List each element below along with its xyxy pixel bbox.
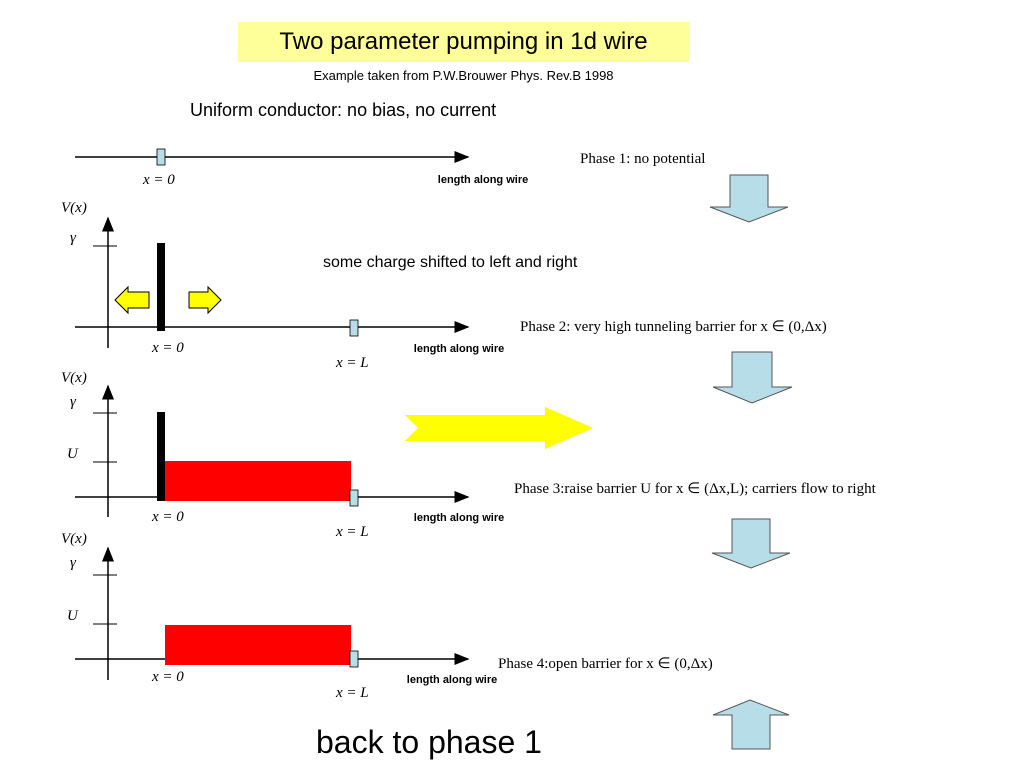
phase-1-label: Phase 1: no potential xyxy=(580,151,706,167)
wire-label-1: length along wire xyxy=(437,174,529,186)
u-label-4: U xyxy=(67,608,78,624)
gamma-label-3: γ xyxy=(70,394,76,410)
v-axis-label-2: V(x) xyxy=(61,200,87,216)
xL-label-4: x = L xyxy=(336,685,369,701)
tunneling-barrier-2 xyxy=(157,243,165,331)
down-arrow-1 xyxy=(709,174,789,223)
u-label-3: U xyxy=(67,446,78,462)
x0-label-4: x = 0 xyxy=(152,669,184,685)
charge-left-arrow xyxy=(114,285,150,315)
tunneling-barrier-3 xyxy=(157,412,165,501)
wire-label-3: length along wire xyxy=(413,512,505,524)
slide-title: Two parameter pumping in 1d wire xyxy=(238,22,689,62)
phase-3-label: Phase 3:raise barrier U for x ∈ (Δx,L); … xyxy=(514,481,876,497)
gamma-label-2: γ xyxy=(70,230,76,246)
wire-marker-x0-1 xyxy=(156,148,166,166)
wire-label-2: length along wire xyxy=(413,343,505,355)
back-to-phase-1-text: back to phase 1 xyxy=(316,724,542,760)
wire-marker-xL-3 xyxy=(349,489,359,507)
wire-marker-xL-2 xyxy=(349,319,359,337)
gamma-label-4: γ xyxy=(70,555,76,571)
slide-subtitle: Example taken from P.W.Brouwer Phys. Rev… xyxy=(313,68,614,83)
phase-4-label: Phase 4:open barrier for x ∈ (0,Δx) xyxy=(498,656,713,672)
wire-label-4: length along wire xyxy=(406,674,498,686)
xL-label-3: x = L xyxy=(336,524,369,540)
x0-label-3: x = 0 xyxy=(152,509,184,525)
x0-label-1: x = 0 xyxy=(143,172,175,188)
xL-label-2: x = L xyxy=(336,355,369,371)
phase-2-label: Phase 2: very high tunneling barrier for… xyxy=(520,319,827,335)
v-axis-label-3: V(x) xyxy=(61,370,87,386)
raised-barrier-3 xyxy=(165,461,351,501)
flow-right-arrow xyxy=(405,407,593,449)
down-arrow-3 xyxy=(711,518,791,569)
raised-barrier-4 xyxy=(165,625,351,665)
wire-marker-xL-4 xyxy=(349,650,359,668)
intro-text: Uniform conductor: no bias, no current xyxy=(190,100,497,120)
charge-right-arrow xyxy=(188,285,222,315)
v-axis-label-4: V(x) xyxy=(61,531,87,547)
up-arrow-4 xyxy=(712,699,790,750)
x0-label-2: x = 0 xyxy=(152,340,184,356)
down-arrow-2 xyxy=(712,351,793,404)
charge-shift-annotation: some charge shifted to left and right xyxy=(323,254,578,271)
